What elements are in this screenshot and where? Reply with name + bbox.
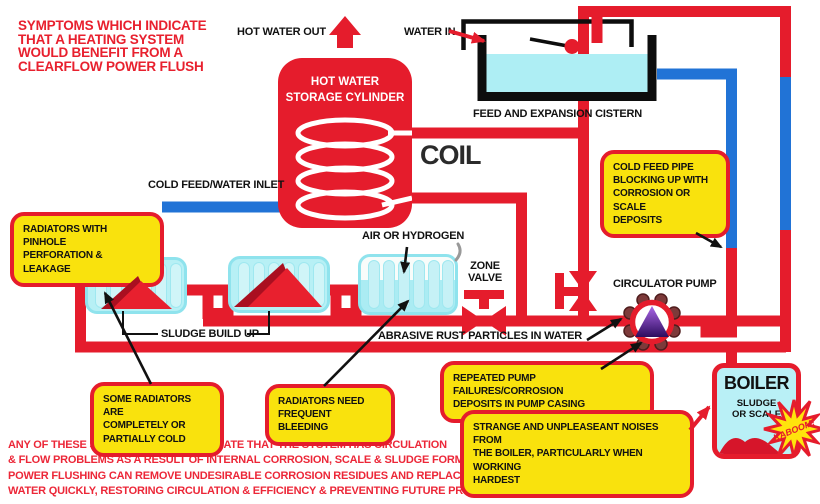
- radiator-2: [228, 256, 330, 313]
- circulator-pump-label: CIRCULATOR PUMP: [613, 278, 717, 290]
- air-or-hydrogen-label: AIR OR HYDROGEN: [362, 230, 465, 242]
- feed-cistern-label: FEED AND EXPANSION CISTERN: [473, 108, 642, 120]
- radiator-fin: [368, 260, 380, 309]
- water-in-label: WATER IN: [404, 26, 456, 38]
- coil-icon: [295, 117, 412, 221]
- boiler-subtitle: SLUDGE OR SCALE: [731, 398, 782, 420]
- radiator-fin: [283, 262, 295, 307]
- hot-water-out-arrow-icon: [329, 16, 361, 48]
- sludge-build-up-label: SLUDGE BUILD UP: [161, 328, 259, 340]
- ballcock-float: [564, 39, 580, 54]
- zone-valve-icon: [462, 290, 506, 336]
- boiler-title: BOILER: [723, 373, 790, 393]
- radiator-fin: [170, 263, 182, 308]
- boiler: BOILER SLUDGE OR SCALE: [712, 363, 801, 459]
- coil-label: COIL: [420, 140, 481, 170]
- boiler-sludge-icon: [719, 437, 781, 454]
- radiator-3: [358, 254, 458, 315]
- zone-valve-label: ZONE VALVE: [467, 260, 503, 284]
- callout-radiators-cold: SOME RADIATORS ARE COMPLETELY OR PARTIAL…: [90, 382, 224, 457]
- callout-boiler-noises: STRANGE AND UNPLEASEANT NOISES FROM THE …: [460, 410, 694, 499]
- callout-pinhole-perforation: RADIATORS WITH PINHOLE PERFORATION & LEA…: [10, 212, 164, 287]
- radiator-fin: [253, 262, 265, 307]
- callout-cold-feed-blocking: COLD FEED PIPE BLOCKING UP WITH CORROSIO…: [600, 150, 730, 239]
- radiator-fin: [428, 260, 440, 309]
- radiator-fin: [313, 262, 325, 307]
- radiator-fin: [413, 260, 425, 309]
- ballcock-arm: [529, 37, 566, 48]
- radiator-fin: [238, 262, 250, 307]
- callout-frequent-bleeding: RADIATORS NEED FREQUENT BLEEDING: [265, 384, 395, 446]
- abrasive-rust-label: ABRASIVE RUST PARTICLES IN WATER: [378, 330, 583, 342]
- pump-impeller-icon: [635, 306, 669, 337]
- cold-feed-inlet-label: COLD FEED/WATER INLET: [148, 179, 285, 191]
- hot-water-out-label: HOT WATER OUT: [237, 26, 326, 38]
- feed-expansion-cistern: [461, 8, 657, 101]
- radiator-fin: [442, 260, 454, 309]
- radiator-fin: [398, 260, 410, 309]
- radiator-fin: [268, 262, 280, 307]
- cylinder-label: HOT WATER STORAGE CYLINDER: [285, 76, 405, 104]
- gate-valve-icon: [555, 271, 597, 311]
- radiator-fin: [298, 262, 310, 307]
- radiator-fin: [383, 260, 395, 309]
- blue-pipes: [162, 68, 791, 248]
- hot-water-cylinder: HOT WATER STORAGE CYLINDER: [278, 58, 412, 228]
- page-title: SYMPTOMS WHICH INDICATE THAT A HEATING S…: [18, 18, 207, 74]
